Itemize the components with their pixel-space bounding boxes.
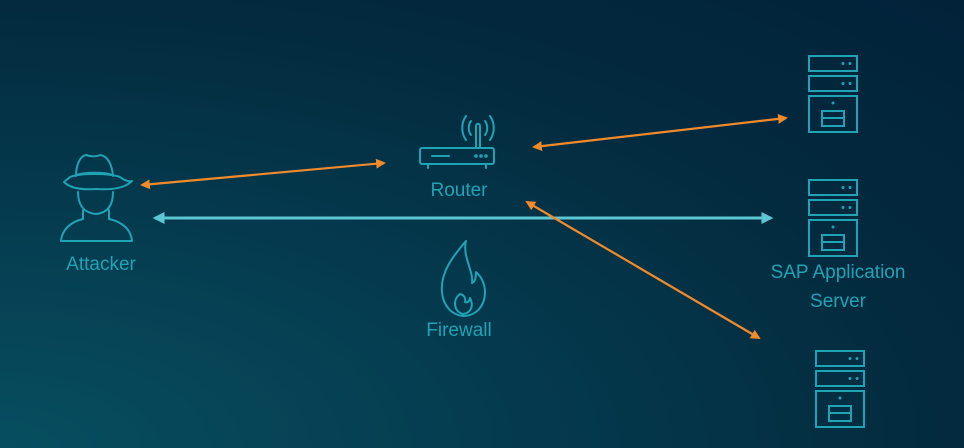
- wifi-router-icon: [419, 115, 495, 169]
- server-icon: [815, 350, 865, 428]
- edge-router-server-bottom: [525, 200, 761, 340]
- hat-person-icon: [60, 154, 133, 242]
- server-icon: [808, 179, 858, 257]
- edge-attacker-router: [140, 158, 386, 190]
- edge-router-server-top: [532, 113, 788, 152]
- sap-server-label-line2: Server: [810, 291, 866, 312]
- server-icon: [808, 55, 858, 133]
- flame-icon: [440, 240, 486, 317]
- firewall-label: Firewall: [426, 320, 492, 341]
- router-label: Router: [430, 180, 488, 201]
- sap-server-label-line1: SAP Application: [770, 262, 906, 283]
- attacker-label: Attacker: [66, 254, 136, 275]
